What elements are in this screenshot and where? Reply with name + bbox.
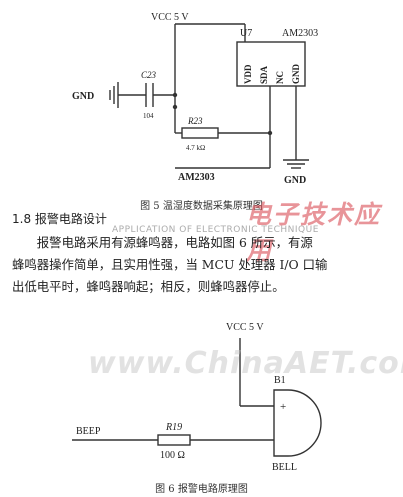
- fig6-resistor-name: R19: [165, 422, 182, 433]
- fig6-bell-label: BELL: [272, 462, 297, 473]
- paragraph-line-1: 报警电路采用有源蜂鸣器，电路如图 6 所示，有源: [36, 235, 313, 250]
- fig5-pin-4: GND: [291, 64, 301, 85]
- fig5-pin-1: VDD: [243, 64, 253, 84]
- bell-b1-body: [273, 389, 322, 457]
- fig5-resistor-name: R23: [187, 116, 203, 126]
- fig5-resistor-value: 4.7 kΩ: [186, 144, 205, 152]
- fig5-gnd-right: GND: [284, 175, 306, 186]
- fig6-input-label: BEEP: [76, 426, 101, 437]
- fig6-plus-sign: +: [280, 401, 286, 413]
- section-paragraph: 报警电路采用有源蜂鸣器，电路如图 6 所示，有源 蜂鸣器操作简单，且实用性强，当…: [12, 232, 396, 298]
- paragraph-line-3: 出低电平时，蜂鸣器响起；相反，则蜂鸣器停止。: [12, 279, 285, 294]
- fig5-pin-3: NC: [275, 71, 285, 84]
- watermark-logo: 电子技术应用: [246, 200, 382, 265]
- watermark-tagline: APPLICATION OF ELECTRONIC TECHNIQUE: [112, 225, 319, 235]
- fig6-resistor-value: 100 Ω: [160, 450, 185, 461]
- figure5-schematic: VCC 5 V U7 AM2303 VDD SDA NC GND C23 104…: [72, 12, 318, 186]
- paragraph-line-2: 蜂鸣器操作简单，且实用性强，当 MCU 处理器 I/O 口输: [12, 257, 328, 272]
- u7-chip-body: [236, 41, 306, 87]
- fig5-vcc-label: VCC 5 V: [151, 12, 189, 23]
- r23-resistor-body: [181, 127, 219, 139]
- fig6-vcc-label: VCC 5 V: [226, 322, 264, 333]
- r19-resistor-body: [157, 434, 191, 446]
- fig5-capacitor-name: C23: [141, 70, 157, 80]
- fig5-pin-2: SDA: [259, 65, 269, 84]
- figure6-caption: 图 6 报警电路原理图: [155, 484, 248, 495]
- watermark-url: www.ChinaAET.com: [88, 346, 403, 381]
- fig5-capacitor-value: 104: [143, 112, 154, 120]
- junction-dot-sda: [267, 130, 273, 136]
- fig5-gnd-left: GND: [72, 91, 94, 102]
- fig6-bell-name: B1: [274, 375, 286, 386]
- fig5-signal-label: AM2303: [178, 172, 215, 183]
- junction-dot-capacitor: [172, 92, 178, 98]
- figure6-schematic: VCC 5 V B1 + BEEP R19 100 Ω BELL: [72, 322, 322, 473]
- figure5-caption: 图 5 温湿度数据采集原理图: [140, 201, 263, 212]
- fig5-chip-model: AM2303: [282, 28, 318, 39]
- section-heading: 1.8 报警电路设计: [12, 212, 107, 226]
- fig5-chip-name: U7: [240, 28, 252, 39]
- junction-dot-rail: [172, 104, 178, 110]
